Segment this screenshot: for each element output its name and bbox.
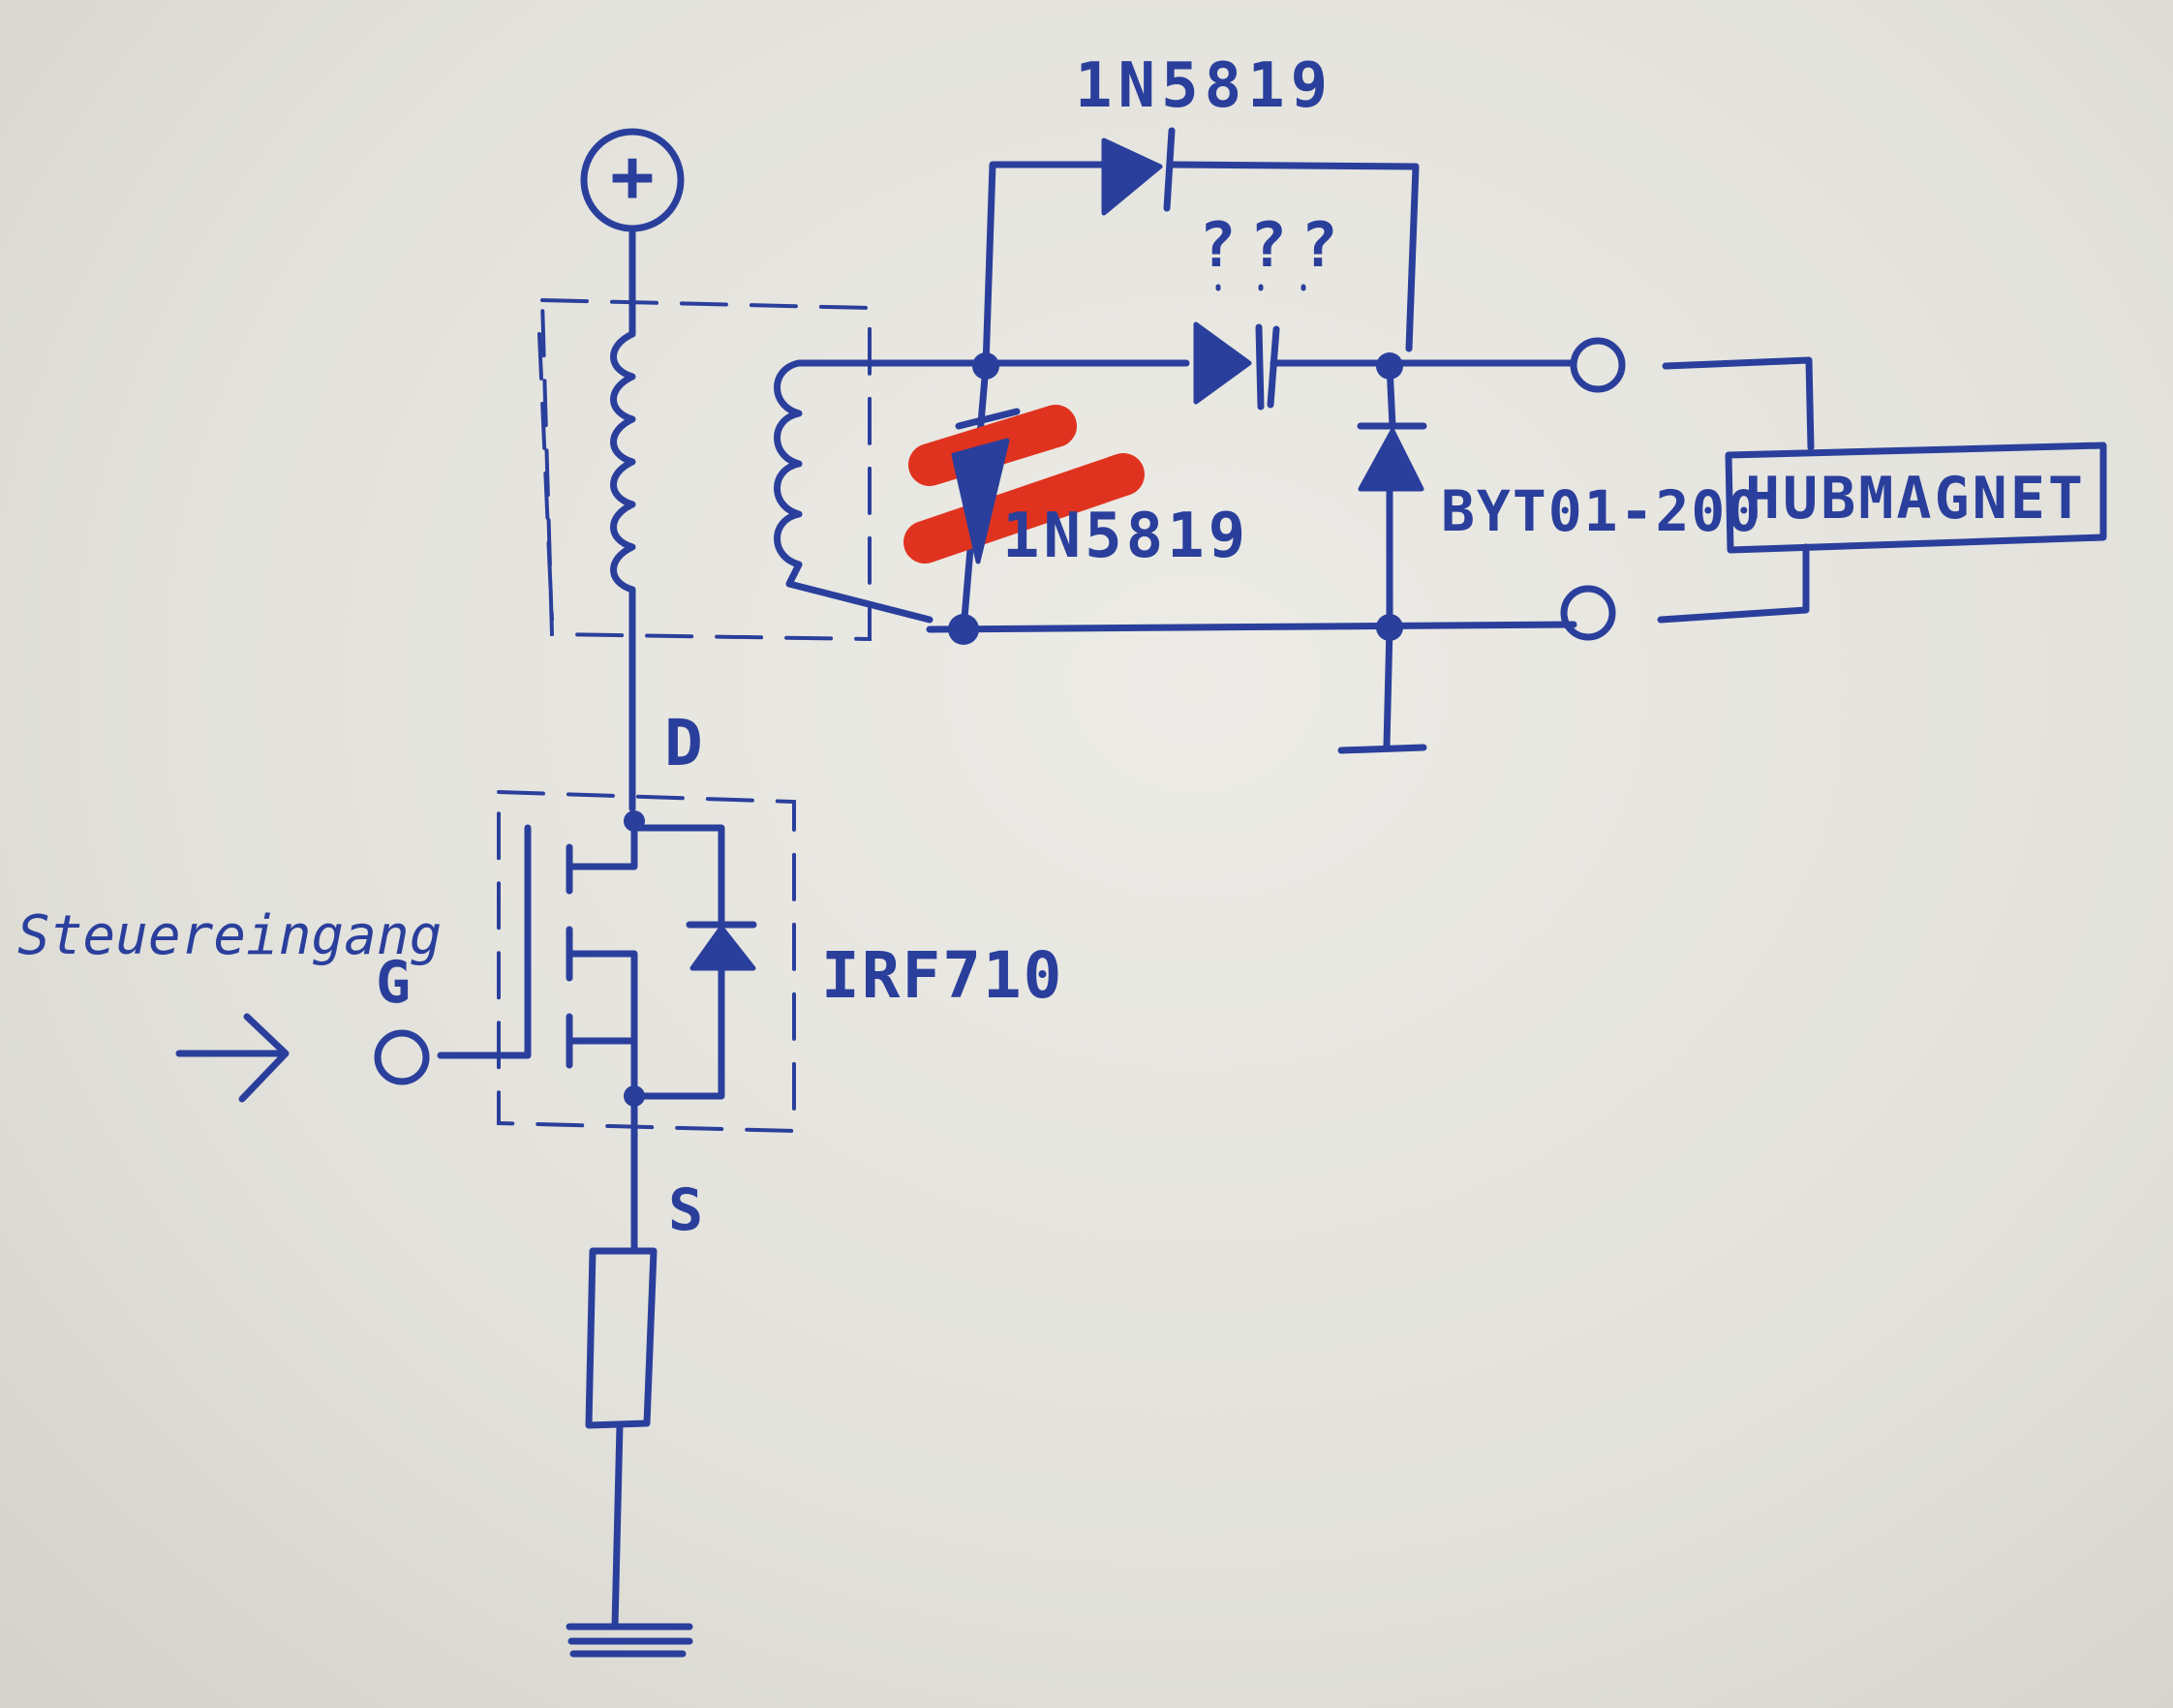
supply-plus-label: + bbox=[610, 133, 655, 219]
source-resistor bbox=[585, 1092, 658, 1631]
body-diode-symbol bbox=[689, 925, 756, 971]
output-terminal-bottom bbox=[1560, 585, 1616, 641]
load-hubmagnet: HUBMAGNET bbox=[1657, 356, 2107, 624]
transformer-core-divider-left bbox=[537, 332, 554, 622]
diode-1n5819-top: 1N5819 bbox=[982, 50, 1420, 370]
unknown-component: ??? bbox=[1193, 210, 1352, 411]
resistor-body bbox=[585, 1247, 658, 1429]
control-input-label: Steuereingang bbox=[17, 904, 442, 967]
gate-terminal bbox=[374, 1029, 430, 1085]
mosfet-irf710: D IRF710 S bbox=[437, 706, 1063, 1244]
diode-byt01-200: BYT01-200 bbox=[1357, 362, 1762, 631]
gate-input: G Steuereingang bbox=[17, 904, 442, 1103]
input-arrow-icon bbox=[175, 1013, 290, 1103]
output-terminals bbox=[1560, 337, 1626, 641]
diode-1n5819-crossed-label: 1N5819 bbox=[1002, 501, 1249, 572]
source-label: S bbox=[668, 1176, 703, 1244]
diode-byt01-200-symbol bbox=[1358, 428, 1424, 492]
unknown-diode-symbol bbox=[1193, 321, 1252, 405]
main-ground bbox=[566, 1623, 693, 1658]
secondary-winding bbox=[774, 359, 933, 624]
transformer-core-outline bbox=[539, 297, 872, 642]
diode-1n5819-crossed-symbol bbox=[951, 438, 1010, 564]
gate-label: G bbox=[376, 949, 411, 1017]
load-label: HUBMAGNET bbox=[1745, 465, 2086, 533]
mosfet-label: IRF710 bbox=[821, 938, 1063, 1013]
drain-label: D bbox=[664, 706, 703, 780]
output-ground bbox=[1337, 624, 1427, 754]
load-box bbox=[1725, 442, 2107, 554]
unknown-component-label: ??? bbox=[1199, 210, 1352, 282]
supply-terminal: + bbox=[580, 128, 685, 232]
bypass-loop bbox=[982, 161, 1420, 370]
diode-1n5819-top-label: 1N5819 bbox=[1075, 50, 1333, 122]
diode-1n5819-top-symbol bbox=[1101, 137, 1163, 216]
primary-winding bbox=[610, 330, 636, 624]
secondary-bottom-rail bbox=[926, 621, 1577, 633]
diode-1n5819-crossed: 1N5819 bbox=[903, 362, 1249, 633]
diode-byt01-200-label: BYT01-200 bbox=[1441, 478, 1762, 544]
transformer bbox=[537, 297, 933, 642]
output-terminal-top bbox=[1570, 337, 1626, 393]
